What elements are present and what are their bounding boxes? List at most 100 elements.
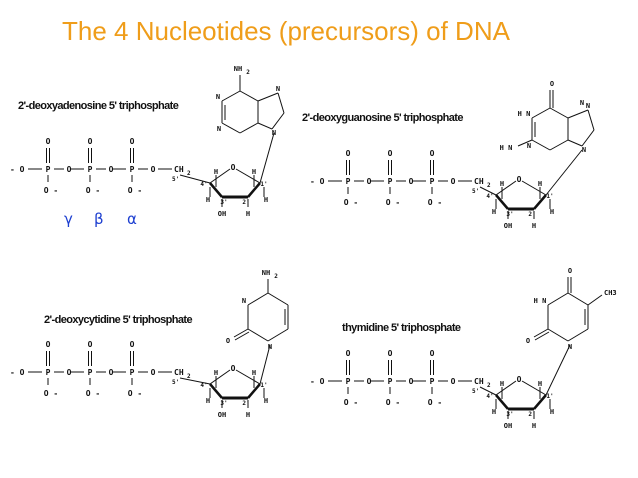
bond-line [179, 174, 211, 184]
ester-oxygen-label: O [151, 165, 156, 174]
hydrogen-label: H [492, 408, 496, 416]
hydrogen-label: H [500, 380, 504, 388]
c2-label: 2' [528, 211, 535, 218]
bond-line [567, 109, 589, 119]
bond-line [549, 107, 569, 119]
imino-nitrogen-label: H N [534, 297, 547, 305]
hydrogen-label: H [246, 210, 250, 218]
bridging-oxygen-label: O [109, 368, 114, 377]
phosphorus-label: P [46, 165, 51, 174]
nitrogen-label: N [276, 85, 280, 93]
hydroxyl-label: OH [504, 422, 512, 430]
ch2-label: CH [474, 177, 484, 186]
methyl-group-label: CH3 [604, 289, 617, 297]
amino-group-label: H N [500, 144, 513, 152]
ch2-subscript-label: 2 [187, 170, 191, 177]
carbonyl-oxygen-label: O [568, 267, 572, 275]
oxygen-label: O [346, 349, 351, 358]
ester-oxygen-label: O [451, 377, 456, 386]
bond-line [495, 380, 517, 396]
bond-line [533, 328, 549, 338]
bond-line [479, 386, 497, 396]
c1-label: 1' [546, 193, 553, 200]
bond-line [547, 292, 569, 306]
bond-line [233, 328, 249, 338]
hydroxyl-label: OH [218, 210, 226, 218]
ch2-subscript-label: 2 [187, 373, 191, 380]
hydrogen-label: H [492, 208, 496, 216]
carbonyl-oxygen-label: O [226, 337, 230, 345]
bond-line [547, 328, 569, 342]
ch2-label: CH [174, 368, 184, 377]
bond-line [239, 122, 259, 134]
c3-label: 3' [220, 199, 227, 206]
anionic-oxygen-label: O - [86, 389, 100, 398]
terminal-oxygen-label: - O [10, 165, 25, 174]
bond-line [267, 292, 289, 306]
ch2-subscript-label: 2 [487, 382, 491, 389]
c2-label: 2' [528, 411, 535, 418]
ring-oxygen-label: O [517, 175, 522, 184]
anionic-oxygen-label: O - [428, 198, 442, 207]
phosphorus-label: P [46, 368, 51, 377]
bridging-oxygen-label: O [409, 177, 414, 186]
hydrogen-label: H [264, 397, 268, 405]
bond-line [221, 122, 241, 134]
hydrogen-label: H [214, 369, 218, 377]
bond-line [247, 182, 261, 198]
c5-label: 5' [472, 188, 479, 195]
hydrogen-label: H [532, 222, 536, 230]
c3-label: 3' [220, 400, 227, 407]
nitrogen-label: N [586, 102, 590, 110]
amino-group-label: NH [262, 269, 270, 277]
amino-subscript-label: 2 [246, 69, 250, 76]
anionic-oxygen-label: O - [428, 398, 442, 407]
terminal-oxygen-label: - O [310, 177, 325, 186]
bond-line [221, 90, 241, 102]
bond-line [587, 294, 603, 306]
oxygen-label: O [346, 149, 351, 158]
bond-line [239, 90, 259, 102]
carbonyl-oxygen-label: O [550, 80, 554, 88]
oxygen-label: O [130, 340, 135, 349]
nitrogen-label: N [217, 125, 221, 133]
bond-line [209, 182, 223, 198]
bond-line [235, 369, 261, 385]
c5-label: 5' [472, 388, 479, 395]
amino-group-label: NH [234, 65, 242, 73]
c3-label: 3' [506, 211, 513, 218]
phosphorus-label: P [130, 165, 135, 174]
ch2-label: CH [474, 377, 484, 386]
terminal-oxygen-label: - O [310, 377, 325, 386]
bond-line [209, 168, 231, 184]
oxygen-label: O [88, 340, 93, 349]
bond-line [259, 344, 271, 385]
hydrogen-label: H [550, 208, 554, 216]
bond-line [259, 132, 275, 184]
bond-line [179, 377, 211, 385]
c4-label: 4' [200, 382, 207, 389]
c4-label: 4' [486, 193, 493, 200]
bridging-oxygen-label: O [67, 165, 72, 174]
hydrogen-label: H [538, 380, 542, 388]
c1-label: 1' [260, 382, 267, 389]
hydrogen-label: H [550, 408, 554, 416]
bond-line [479, 186, 497, 196]
bond-line [495, 394, 509, 410]
c5-label: 5' [172, 379, 179, 386]
ring-oxygen-label: O [517, 375, 522, 384]
bond-line [271, 112, 285, 130]
bond-line [521, 380, 547, 396]
anionic-oxygen-label: O - [86, 186, 100, 195]
anionic-oxygen-label: O - [128, 186, 142, 195]
hydrogen-label: H [532, 422, 536, 430]
phosphorus-label: P [346, 177, 351, 186]
bond-line [247, 383, 261, 399]
bridging-oxygen-label: O [367, 177, 372, 186]
bond-line [587, 109, 595, 131]
bond-line [533, 394, 547, 410]
hydrogen-label: H [206, 196, 210, 204]
bridging-oxygen-label: O [367, 377, 372, 386]
hydrogen-label: H [264, 196, 268, 204]
